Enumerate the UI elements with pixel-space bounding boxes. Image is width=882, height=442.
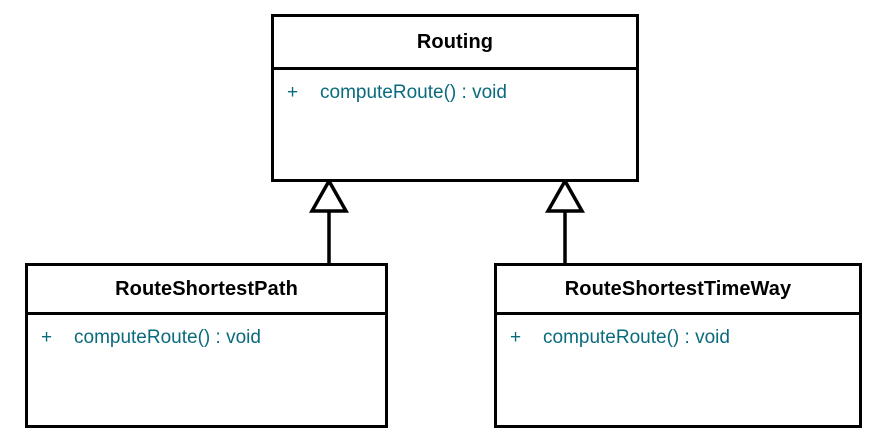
uml-member-signature: computeRoute() : void <box>74 327 261 348</box>
uml-member-signature: computeRoute() : void <box>543 327 730 348</box>
uml-class-name-routing: Routing <box>416 30 494 53</box>
generalization-arrow-routeshortesttimeway-to-routing[interactable] <box>536 177 596 268</box>
uml-member-row[interactable]: + computeRoute() : void <box>274 80 636 106</box>
uml-class-routeshortestpath[interactable]: RouteShortestPath + computeRoute() : voi… <box>25 263 388 428</box>
uml-class-header-routeshortesttimeway: RouteShortestTimeWay <box>497 266 859 315</box>
uml-class-name-routeshortesttimeway: RouteShortestTimeWay <box>564 277 792 300</box>
uml-class-routeshortesttimeway[interactable]: RouteShortestTimeWay + computeRoute() : … <box>494 263 862 428</box>
uml-class-body-routeshortesttimeway: + computeRoute() : void <box>497 315 859 425</box>
uml-class-name-routeshortestpath: RouteShortestPath <box>115 277 298 300</box>
uml-class-body-routeshortestpath: + computeRoute() : void <box>28 315 385 425</box>
uml-member-visibility: + <box>287 82 299 103</box>
hollow-triangle-arrowhead-icon <box>308 177 350 213</box>
uml-class-header-routing: Routing <box>274 17 636 70</box>
uml-member-visibility: + <box>41 327 53 348</box>
uml-member-row[interactable]: + computeRoute() : void <box>497 325 859 351</box>
uml-member-visibility: + <box>510 327 522 348</box>
uml-class-header-routeshortestpath: RouteShortestPath <box>28 266 385 315</box>
uml-class-body-routing: + computeRoute() : void <box>274 70 636 179</box>
generalization-arrow-routeshortestpath-to-routing[interactable] <box>300 177 360 268</box>
uml-class-routing[interactable]: Routing + computeRoute() : void <box>271 14 639 182</box>
uml-member-row[interactable]: + computeRoute() : void <box>28 325 385 351</box>
hollow-triangle-arrowhead-icon <box>544 177 586 213</box>
uml-member-signature: computeRoute() : void <box>320 82 507 103</box>
